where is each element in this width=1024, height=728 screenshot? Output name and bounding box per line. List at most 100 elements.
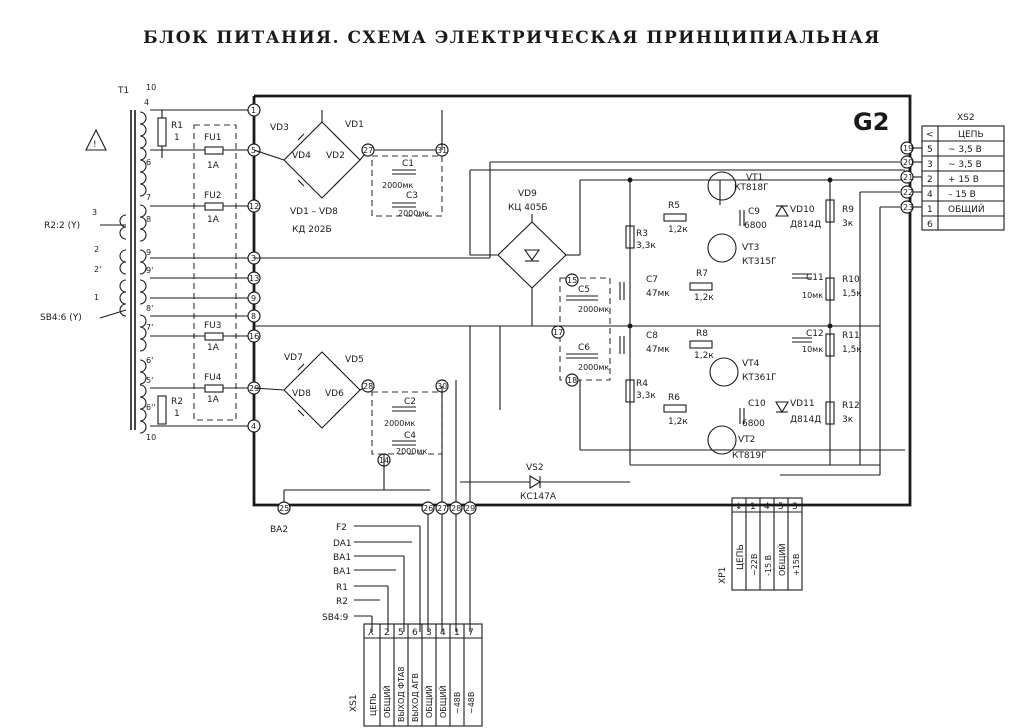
svg-text:1А: 1А (207, 395, 220, 405)
svg-text:КС147А: КС147А (520, 492, 557, 502)
svg-text:28: 28 (451, 504, 461, 513)
svg-text:XP1: XP1 (718, 567, 728, 584)
svg-text:20: 20 (903, 158, 913, 167)
svg-text:~22В: ~22В (750, 554, 759, 576)
svg-text:R2: R2 (171, 397, 183, 407)
svg-text:Д814Д: Д814Д (790, 220, 821, 230)
resistor-r8: R8 1,2к (689, 329, 714, 361)
svg-text:5: 5 (251, 146, 256, 155)
svg-text:ЦЕПЬ: ЦЕПЬ (736, 544, 746, 570)
connector-xs1: ⅄ 2 5 6 3 4 1 7 XS1 ЦЕПЬ ОБЩИЙ ВЫХОД ФТА… (349, 623, 483, 727)
resistor-r6: R6 1,2к (663, 393, 688, 427)
capacitors-c5-c6: 15 C5 2000мк 17 C6 2000мк 18 (551, 273, 609, 387)
svg-text:13: 13 (249, 274, 259, 283)
board-nodes-right: 19 20 21 22 23 (254, 141, 914, 476)
board-nodes-left: 1 5 12 3 13 9 8 16 29 4 (247, 103, 261, 433)
svg-text:1,2к: 1,2к (668, 225, 688, 235)
input-sb4: SB4:6 (Y) (40, 313, 82, 323)
zener-vd10: VD10 Д814Д (775, 204, 821, 230)
svg-text:+ 15 В: + 15 В (948, 175, 979, 185)
svg-text:29: 29 (465, 504, 475, 513)
svg-text:R12: R12 (842, 401, 860, 411)
svg-text:SB4:9: SB4:9 (322, 613, 349, 623)
svg-text:1,2к: 1,2к (694, 351, 714, 361)
svg-text:R7: R7 (696, 269, 708, 279)
svg-text:4: 4 (251, 422, 256, 431)
svg-text:R3: R3 (636, 229, 648, 239)
svg-text:7: 7 (146, 193, 151, 202)
svg-text:VD5: VD5 (345, 355, 364, 365)
svg-text:<: < (926, 130, 934, 140)
svg-text:1: 1 (454, 628, 460, 638)
svg-text:6: 6 (146, 158, 151, 167)
svg-text:1А: 1А (207, 343, 220, 353)
svg-text:22: 22 (903, 188, 913, 197)
svg-text:R10: R10 (842, 275, 860, 285)
svg-text:FU4: FU4 (204, 373, 222, 383)
svg-text:3: 3 (251, 254, 256, 263)
svg-text:2000мк: 2000мк (384, 419, 415, 428)
svg-text:C9: C9 (748, 207, 760, 217)
svg-text:5: 5 (778, 502, 784, 512)
connector-xs2: XS2 < ЦЕПЬ 5 ~ 3,5 В 3 ~ 3,5 В 2 + 15 В … (913, 113, 1005, 231)
svg-text:4: 4 (440, 628, 446, 638)
svg-text:25: 25 (279, 504, 289, 513)
svg-text:T1: T1 (117, 86, 129, 96)
svg-text:12: 12 (249, 202, 259, 211)
svg-text:ОБЩИЙ: ОБЩИЙ (948, 203, 985, 215)
svg-text:8: 8 (146, 215, 151, 224)
svg-text:+15В: +15В (792, 554, 801, 576)
svg-text:3,3к: 3,3к (636, 241, 656, 251)
svg-text:15: 15 (567, 276, 577, 285)
svg-text:VD4: VD4 (292, 151, 311, 161)
svg-text:ВЫХОД ФТА8: ВЫХОД ФТА8 (397, 667, 406, 722)
svg-text:XS1: XS1 (349, 694, 359, 712)
svg-text:16: 16 (249, 332, 259, 341)
capacitor-c8: C8 47мк (619, 331, 670, 355)
input-wires (150, 109, 254, 427)
svg-text:2: 2 (94, 245, 99, 254)
resistor-r3: R3 3,3к (625, 225, 656, 251)
fuse-fu1: FU1 1А (204, 133, 224, 171)
input-r2: R2:2 (Y) (44, 221, 80, 231)
resistor-r1: R1 1 (150, 109, 190, 158)
svg-text:VT2: VT2 (738, 435, 755, 445)
svg-text:17: 17 (553, 328, 563, 337)
svg-text:1,5к: 1,5к (842, 289, 862, 299)
zener-vd11: VD11 Д814Д (775, 399, 821, 425)
fuse-fu4: FU4 1А (204, 373, 224, 405)
svg-text:1,2к: 1,2к (694, 293, 714, 303)
svg-text:26: 26 (423, 504, 433, 513)
svg-text:VD1: VD1 (345, 120, 364, 130)
svg-text:2000мк: 2000мк (396, 447, 427, 456)
svg-text:R5: R5 (668, 201, 680, 211)
svg-text:C12: C12 (806, 329, 824, 339)
svg-text:VD11: VD11 (790, 399, 815, 409)
svg-text:КТ819Г: КТ819Г (732, 451, 767, 461)
svg-text:КД 202Б: КД 202Б (292, 225, 332, 235)
svg-text:10: 10 (146, 83, 156, 92)
svg-text:4: 4 (927, 190, 933, 200)
bridge-vd5-vd8: VD7 VD5 VD8 VD6 (253, 351, 369, 429)
transistor-vt4: VT4 КТ361Г (709, 357, 777, 387)
svg-text:VT4: VT4 (742, 359, 760, 369)
svg-text:1А: 1А (207, 215, 220, 225)
board-outline: G2 (252, 94, 912, 507)
svg-text:C7: C7 (646, 275, 658, 285)
svg-text:1А: 1А (207, 161, 220, 171)
transistor-vt2: VT2 КТ819Г (707, 425, 767, 461)
capacitors-c2-c4: C2 2000мк C4 2000мк (384, 397, 427, 456)
svg-text:ОБЩИЙ: ОБЩИЙ (423, 685, 434, 718)
svg-text:ЦЕПЬ: ЦЕПЬ (958, 130, 984, 140)
svg-text:1: 1 (251, 106, 256, 115)
svg-text:~ 3,5 В: ~ 3,5 В (948, 160, 982, 170)
svg-text:Д814Д: Д814Д (790, 415, 821, 425)
capacitor-c7: C7 47мк (619, 275, 670, 300)
svg-text:BA1: BA1 (333, 553, 351, 563)
svg-text:1: 1 (750, 502, 756, 512)
svg-text:23: 23 (903, 203, 913, 212)
svg-text:!: ! (93, 140, 97, 150)
page-title: БЛОК ПИТАНИЯ. СХЕМА ЭЛЕКТРИЧЕСКАЯ ПРИНЦИ… (143, 28, 881, 48)
ground-label: BA2 (270, 525, 288, 535)
